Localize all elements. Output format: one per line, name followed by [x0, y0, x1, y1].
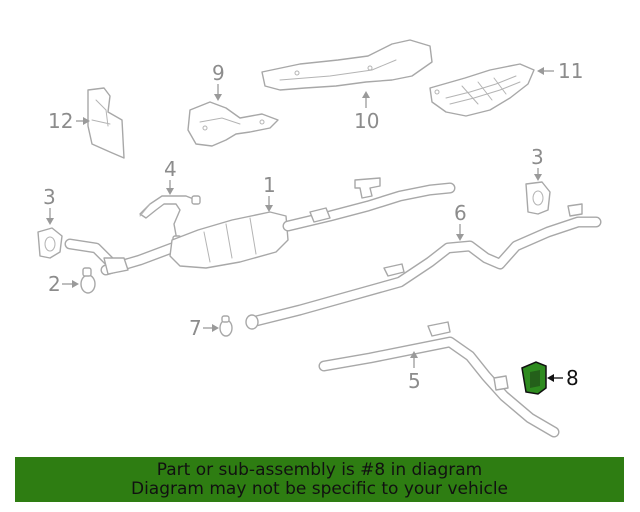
svg-text:9: 9	[212, 61, 225, 85]
callout-6: 6	[454, 201, 467, 241]
callout-11: 11	[537, 59, 583, 83]
part-10-heat-shield	[261, 39, 433, 91]
part-8-hanger-highlighted[interactable]	[521, 361, 547, 395]
callout-2: 2	[48, 272, 79, 296]
callout-1: 1	[263, 173, 276, 212]
svg-text:1: 1	[263, 173, 276, 197]
svg-text:10: 10	[354, 109, 379, 133]
callout-8[interactable]: 8	[547, 366, 579, 390]
callout-4: 4	[164, 157, 177, 195]
part-6-tail-pipe	[245, 203, 602, 330]
svg-text:7: 7	[189, 316, 202, 340]
svg-text:4: 4	[164, 157, 177, 181]
callout-3-right: 3	[531, 145, 544, 181]
banner-line-disclaimer: Diagram may not be specific to your vehi…	[130, 479, 508, 499]
part-12-bracket	[87, 87, 125, 159]
callout-3-left: 3	[43, 185, 56, 225]
svg-text:8: 8	[566, 366, 579, 390]
part-7-clamp	[219, 315, 233, 337]
part-3-hanger-left	[37, 227, 63, 259]
svg-text:11: 11	[558, 59, 583, 83]
part-11-heat-shield	[429, 63, 535, 117]
part-3-hanger-right	[525, 181, 551, 215]
part-2-clamp	[80, 267, 96, 294]
callout-7: 7	[189, 316, 219, 340]
callout-5: 5	[408, 351, 421, 393]
banner-line-part-info: Part or sub-assembly is #8 in diagram	[156, 460, 483, 480]
part-1-catalytic-converter-assembly	[64, 177, 456, 276]
svg-text:12: 12	[48, 109, 73, 133]
callout-9: 9	[212, 61, 225, 101]
part-5-intermediate-pipe	[318, 321, 560, 438]
svg-text:2: 2	[48, 272, 61, 296]
svg-text:6: 6	[454, 201, 467, 225]
svg-text:3: 3	[531, 145, 544, 169]
part-9-bracket	[187, 101, 279, 147]
exhaust-parts-diagram: 1 2 3 3 4 5 6	[37, 39, 602, 438]
callout-10: 10	[354, 91, 379, 133]
info-banner: Part or sub-assembly is #8 in diagram Di…	[15, 457, 624, 502]
svg-text:5: 5	[408, 369, 421, 393]
svg-text:3: 3	[43, 185, 56, 209]
callout-12: 12	[48, 109, 90, 133]
